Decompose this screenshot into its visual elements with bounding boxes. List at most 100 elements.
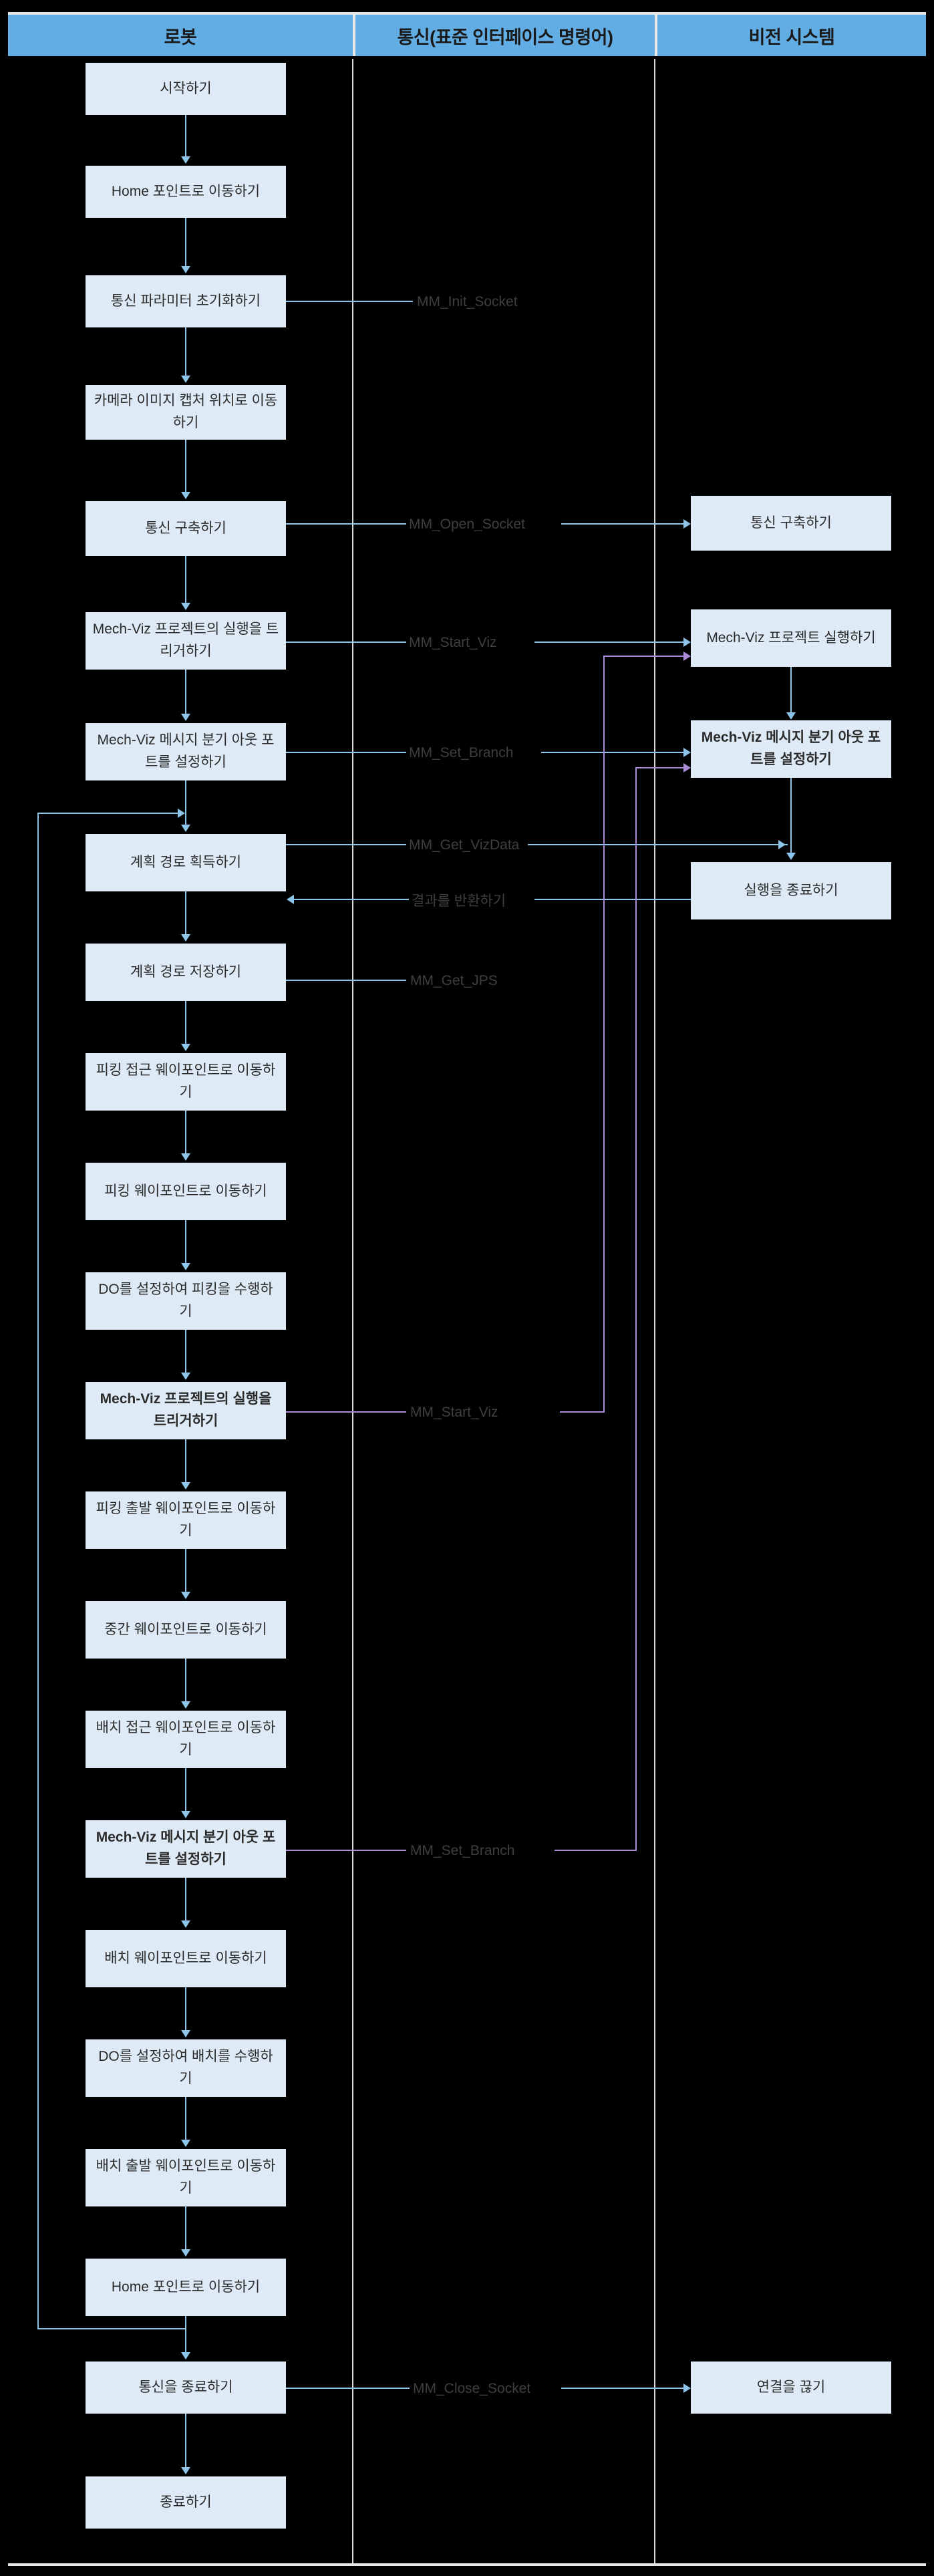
arrow-return-to-step8 bbox=[287, 895, 294, 904]
comm-label-7: MM_Get_JPS bbox=[410, 973, 498, 988]
robot-step-3[interactable]: 통신 파라미터 초기화하기 bbox=[86, 275, 286, 327]
arrow-robot-5-6 bbox=[181, 603, 190, 610]
lane-title-robot: 로봇 bbox=[164, 27, 197, 47]
robot-step-8[interactable]: 계획 경로 획득하기 bbox=[86, 834, 286, 891]
robot-step-23[interactable]: 종료하기 bbox=[86, 2476, 286, 2529]
edge-start-viz2-tail bbox=[560, 1411, 604, 1413]
comm-label-2: MM_Open_Socket bbox=[409, 517, 525, 532]
robot-step-13[interactable]: Mech-Viz 프로젝트의 실행을 트리거하기 bbox=[86, 1382, 286, 1439]
edge-start-viz-right bbox=[534, 641, 683, 643]
edge-start-viz-left bbox=[286, 641, 406, 643]
arrow-get-vizdata bbox=[778, 840, 786, 849]
comm-label-3: MM_Start_Viz bbox=[409, 635, 497, 650]
arrow-robot-3-4 bbox=[181, 376, 190, 383]
arrow-loop-into-step8 bbox=[178, 809, 185, 818]
robot-step-18[interactable]: 배치 웨이포인트로 이동하기 bbox=[86, 1930, 286, 1987]
robot-step-15[interactable]: 중간 웨이포인트로 이동하기 bbox=[86, 1601, 286, 1659]
conn-robot-13-14 bbox=[185, 1439, 186, 1482]
arrow-robot-19-20 bbox=[181, 2140, 190, 2147]
edge-get-vizdata-left bbox=[286, 844, 406, 845]
conn-robot-20-21 bbox=[185, 2206, 186, 2249]
robot-step-5[interactable]: 통신 구축하기 bbox=[86, 501, 286, 556]
lane-divider-1 bbox=[352, 59, 353, 2563]
arrow-robot-1-2 bbox=[181, 156, 190, 164]
arrow-robot-17-18 bbox=[181, 1920, 190, 1928]
arrow-vision-2-3 bbox=[786, 712, 796, 720]
robot-step-10[interactable]: 피킹 접근 웨이포인트로 이동하기 bbox=[86, 1053, 286, 1111]
comm-label-1: MM_Init_Socket bbox=[417, 294, 518, 309]
robot-step-17[interactable]: Mech-Viz 메시지 분기 아웃 포트를 설정하기 bbox=[86, 1820, 286, 1878]
arrow-robot-15-16 bbox=[181, 1701, 190, 1709]
robot-step-4[interactable]: 카메라 이미지 캡처 위치로 이동하기 bbox=[86, 385, 286, 440]
edge-init-socket-line bbox=[286, 301, 413, 302]
arrow-open-socket bbox=[683, 519, 691, 529]
arrow-robot-10-11 bbox=[181, 1153, 190, 1161]
robot-step-6[interactable]: Mech-Viz 프로젝트의 실행을 트리거하기 bbox=[86, 612, 286, 670]
conn-robot-5-6 bbox=[185, 556, 186, 603]
conn-robot-3-4 bbox=[185, 327, 186, 376]
edge-return-right bbox=[534, 899, 691, 900]
conn-robot-12-13 bbox=[185, 1330, 186, 1373]
comm-label-4: MM_Set_Branch bbox=[409, 745, 514, 760]
arrow-set-branch bbox=[683, 748, 691, 757]
arrow-robot-8-9 bbox=[181, 934, 190, 942]
arrow-start-viz2 bbox=[683, 652, 691, 661]
edge-start-viz2-top bbox=[603, 656, 683, 657]
edge-set-branch-right bbox=[541, 752, 683, 753]
vision-step-1[interactable]: 통신 구축하기 bbox=[691, 496, 891, 551]
edge-get-jps-line bbox=[286, 980, 406, 981]
arrow-robot-16-17 bbox=[181, 1811, 190, 1818]
edge-set-branch2-tail bbox=[555, 1850, 636, 1851]
robot-step-20[interactable]: 배치 출발 웨이포인트로 이동하기 bbox=[86, 2149, 286, 2206]
conn-robot-10-11 bbox=[185, 1111, 186, 1153]
lane-header-vision: 비전 시스템 bbox=[657, 15, 926, 56]
edge-set-branch-left bbox=[286, 752, 406, 753]
robot-step-7[interactable]: Mech-Viz 메시지 분기 아웃 포트를 설정하기 bbox=[86, 723, 286, 780]
robot-step-12[interactable]: DO를 설정하여 피킹을 수행하기 bbox=[86, 1272, 286, 1330]
arrow-close-socket bbox=[683, 2384, 691, 2393]
vision-step-3[interactable]: Mech-Viz 메시지 분기 아웃 포트를 설정하기 bbox=[691, 720, 891, 778]
conn-robot-4-5 bbox=[185, 440, 186, 492]
edge-set-branch2-top bbox=[635, 767, 683, 768]
conn-robot-14-15 bbox=[185, 1549, 186, 1592]
lane-header-robot: 로봇 bbox=[8, 15, 353, 56]
vision-step-5[interactable]: 연결을 끊기 bbox=[691, 2362, 891, 2414]
edge-open-socket-right bbox=[561, 523, 683, 525]
edge-return-left bbox=[294, 899, 409, 900]
arrow-robot-11-12 bbox=[181, 1263, 190, 1270]
robot-step-1[interactable]: 시작하기 bbox=[86, 63, 286, 115]
comm-label-9: MM_Set_Branch bbox=[410, 1843, 515, 1858]
robot-step-22[interactable]: 통신을 종료하기 bbox=[86, 2362, 286, 2414]
robot-step-2[interactable]: Home 포인트로 이동하기 bbox=[86, 166, 286, 218]
arrow-robot-14-15 bbox=[181, 1592, 190, 1599]
vision-step-4[interactable]: 실행을 종료하기 bbox=[691, 862, 891, 919]
conn-vision-3-4 bbox=[790, 778, 792, 853]
arrow-set-branch2 bbox=[683, 763, 691, 772]
lane-title-vision: 비전 시스템 bbox=[748, 27, 835, 47]
edge-get-vizdata-right bbox=[528, 844, 788, 845]
arrow-robot-2-3 bbox=[181, 266, 190, 273]
loop-seg-bottom bbox=[37, 2328, 185, 2329]
comm-label-8: MM_Start_Viz bbox=[410, 1405, 498, 1420]
arrow-robot-21-22 bbox=[181, 2352, 190, 2359]
lane-divider-2 bbox=[654, 59, 655, 2563]
header-separator-2 bbox=[655, 15, 657, 56]
robot-step-19[interactable]: DO를 설정하여 배치를 수행하기 bbox=[86, 2039, 286, 2097]
header-separator-1 bbox=[353, 15, 355, 56]
arrow-vision-3-4 bbox=[786, 853, 796, 860]
conn-robot-16-17 bbox=[185, 1768, 186, 1811]
swimlane-header-band: 로봇 통신(표준 인터페이스 명령어) 비전 시스템 bbox=[8, 15, 926, 56]
edge-open-socket-left bbox=[286, 523, 406, 525]
robot-step-16[interactable]: 배치 접근 웨이포인트로 이동하기 bbox=[86, 1711, 286, 1768]
arrow-robot-9-10 bbox=[181, 1044, 190, 1051]
conn-robot-18-19 bbox=[185, 1987, 186, 2030]
robot-step-9[interactable]: 계획 경로 저장하기 bbox=[86, 944, 286, 1001]
robot-step-11[interactable]: 피킹 웨이포인트로 이동하기 bbox=[86, 1163, 286, 1220]
vision-step-2[interactable]: Mech-Viz 프로젝트 실행하기 bbox=[691, 609, 891, 667]
arrow-robot-6-7 bbox=[181, 714, 190, 721]
robot-step-14[interactable]: 피킹 출발 웨이포인트로 이동하기 bbox=[86, 1491, 286, 1549]
loop-seg-top bbox=[37, 813, 178, 814]
arrow-robot-13-14 bbox=[181, 1482, 190, 1489]
lane-title-comm: 통신(표준 인터페이스 명령어) bbox=[397, 27, 613, 47]
robot-step-21[interactable]: Home 포인트로 이동하기 bbox=[86, 2259, 286, 2316]
